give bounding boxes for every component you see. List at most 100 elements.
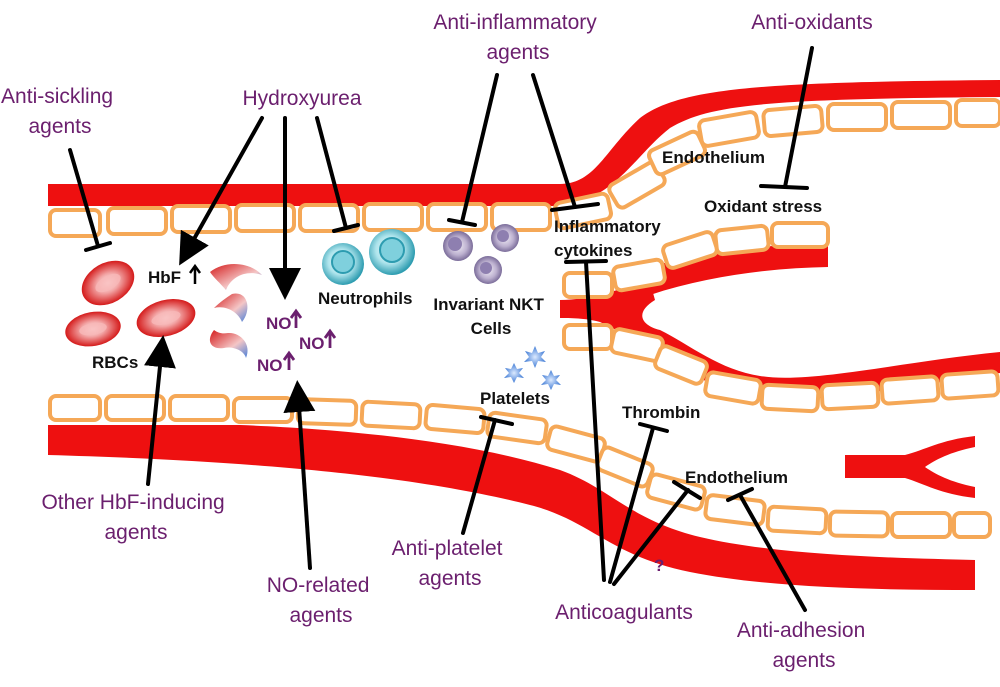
thrombin-label: Thrombin — [622, 403, 700, 422]
no-label-1: NO — [266, 314, 292, 333]
inhibition-bar — [638, 422, 669, 433]
inhibition-bar — [84, 241, 112, 252]
vessel-wall-top — [48, 80, 1000, 206]
oxidant-stress-label: Oxidant stress — [704, 197, 822, 216]
endothelial-cell — [423, 403, 487, 435]
endothelial-cell — [362, 202, 424, 232]
endothelium-bottom-label: Endothelium — [685, 468, 788, 487]
nkt-cell-nucleus — [497, 230, 509, 242]
endothelial-cell — [765, 504, 829, 536]
anti-platelet-agents-label: Anti-platelet agents — [392, 537, 509, 590]
inhibition-bar — [550, 202, 600, 212]
invariant-nkt-cells-label: Invariant NKT Cells — [433, 295, 548, 338]
inhibition-bar — [479, 415, 514, 426]
neutrophils-label: Neutrophils — [318, 289, 412, 308]
anti-sickling-agents-label: Anti-sickling agents — [1, 85, 119, 138]
endothelial-cell — [234, 203, 296, 233]
hbf-up-arrow — [188, 263, 202, 284]
inhibition-line-anti-inflammatory-to-nkt — [460, 73, 499, 224]
endothelial-cell — [697, 110, 761, 148]
endothelial-cell — [952, 511, 992, 539]
no-up-arrows — [282, 308, 337, 370]
no-up-arrow-icon — [282, 350, 296, 370]
other-hbf-inducing-agents-label: Other HbF-inducing agents — [41, 491, 230, 544]
arrow-hydroxyurea-to-hbf — [179, 116, 264, 266]
platelet-cell — [541, 370, 561, 390]
endothelium-fork-row — [562, 323, 1000, 414]
rbc-cell — [81, 260, 135, 306]
invariant-nkt-cells — [443, 224, 519, 284]
neutrophil-nucleus — [331, 250, 355, 274]
inhibition-bar — [447, 218, 477, 227]
inhibition-bar — [564, 259, 608, 264]
endothelial-cell — [770, 221, 830, 249]
endothelial-cell — [232, 396, 294, 424]
platelet-cell — [524, 346, 546, 368]
anti-oxidants-label: Anti-oxidants — [751, 11, 872, 34]
nkt-cell-nucleus — [448, 237, 462, 251]
no-up-arrow-icon — [323, 328, 337, 348]
vessel-wall-bottom — [48, 425, 975, 590]
endothelial-cell — [713, 223, 771, 257]
inhibition-line-anticoagulants-to-cytokines — [584, 260, 606, 582]
endothelial-cell — [485, 410, 549, 446]
endothelial-cell — [826, 102, 888, 132]
vessel-wall-branch-fork — [560, 281, 1000, 400]
endothelial-cell — [879, 374, 941, 406]
no-up-arrow-icon — [289, 308, 303, 328]
sickle-cell — [209, 330, 248, 358]
inhibition-line-anti-adhesion-to-endothelium — [738, 493, 807, 612]
endothelial-cell — [827, 509, 891, 539]
inhibition-line-anti-sickling-to-rbcs — [68, 148, 100, 248]
nkt-cell-nucleus — [480, 262, 492, 274]
inhibition-line-anticoagulants-to-thrombin — [608, 426, 655, 584]
platelet-cell — [504, 363, 524, 383]
inhibition-line-anti-inflammatory-to-cytokines — [531, 73, 577, 209]
agent-labels: Anti-sickling agents Hydroxyurea Anti-in… — [1, 11, 873, 672]
endothelial-cell — [761, 104, 825, 138]
endothelial-cell — [645, 472, 707, 512]
activation-arrows — [144, 116, 316, 570]
rbcs-label: RBCs — [92, 353, 138, 372]
red-blood-cells — [65, 260, 196, 347]
endothelial-cell — [653, 344, 709, 386]
no-related-agents-label: NO-related agents — [267, 574, 376, 627]
platelets — [504, 346, 561, 390]
arrow-no-related-to-no — [283, 380, 316, 570]
hbf-label: HbF — [148, 268, 181, 287]
endothelial-cell — [359, 399, 423, 431]
target-labels: Endothelium Oxidant stress Inflammatory … — [92, 148, 822, 575]
no-label-3: NO — [257, 356, 283, 375]
platelets-label: Platelets — [480, 389, 550, 408]
inhibition-line-anticoagulants-to-endothelium — [612, 488, 690, 586]
endothelial-cell — [104, 394, 166, 422]
endothelial-cell — [890, 511, 952, 539]
endothelial-cell — [426, 202, 488, 232]
endothelium-top-label: Endothelium — [662, 148, 765, 167]
inhibition-line-anti-platelet-to-platelets — [461, 418, 497, 535]
neutrophils — [322, 229, 415, 285]
vessel-wall-small-branch — [845, 436, 975, 498]
inhibition-line-anti-oxidants-to-oxidant-stress — [783, 46, 814, 189]
rbc-cell — [65, 311, 121, 347]
endothelial-cell — [48, 394, 102, 422]
sickle-cell — [210, 264, 262, 290]
endothelium-top-row — [48, 98, 1000, 238]
arrow-other-hbf-to-rbcs — [144, 335, 176, 486]
endothelial-cell — [490, 202, 552, 232]
endothelial-cell — [703, 370, 763, 406]
inhibition-line-hydroxyurea-to-neutrophils — [315, 116, 348, 230]
anticoagulants-label: Anticoagulants — [555, 601, 693, 624]
inflammatory-cytokines-label: Inflammatory cytokines — [554, 217, 665, 260]
question-mark-label: ? — [654, 556, 664, 575]
no-label-2: NO — [299, 334, 325, 353]
endothelial-cell — [939, 369, 1000, 401]
inhibition-bar — [332, 223, 360, 233]
endothelial-cell — [168, 394, 230, 422]
endothelial-cell — [611, 257, 667, 293]
sickle-cell — [214, 293, 248, 322]
anti-adhesion-agents-label: Anti-adhesion agents — [737, 619, 871, 672]
connectors — [68, 46, 814, 612]
